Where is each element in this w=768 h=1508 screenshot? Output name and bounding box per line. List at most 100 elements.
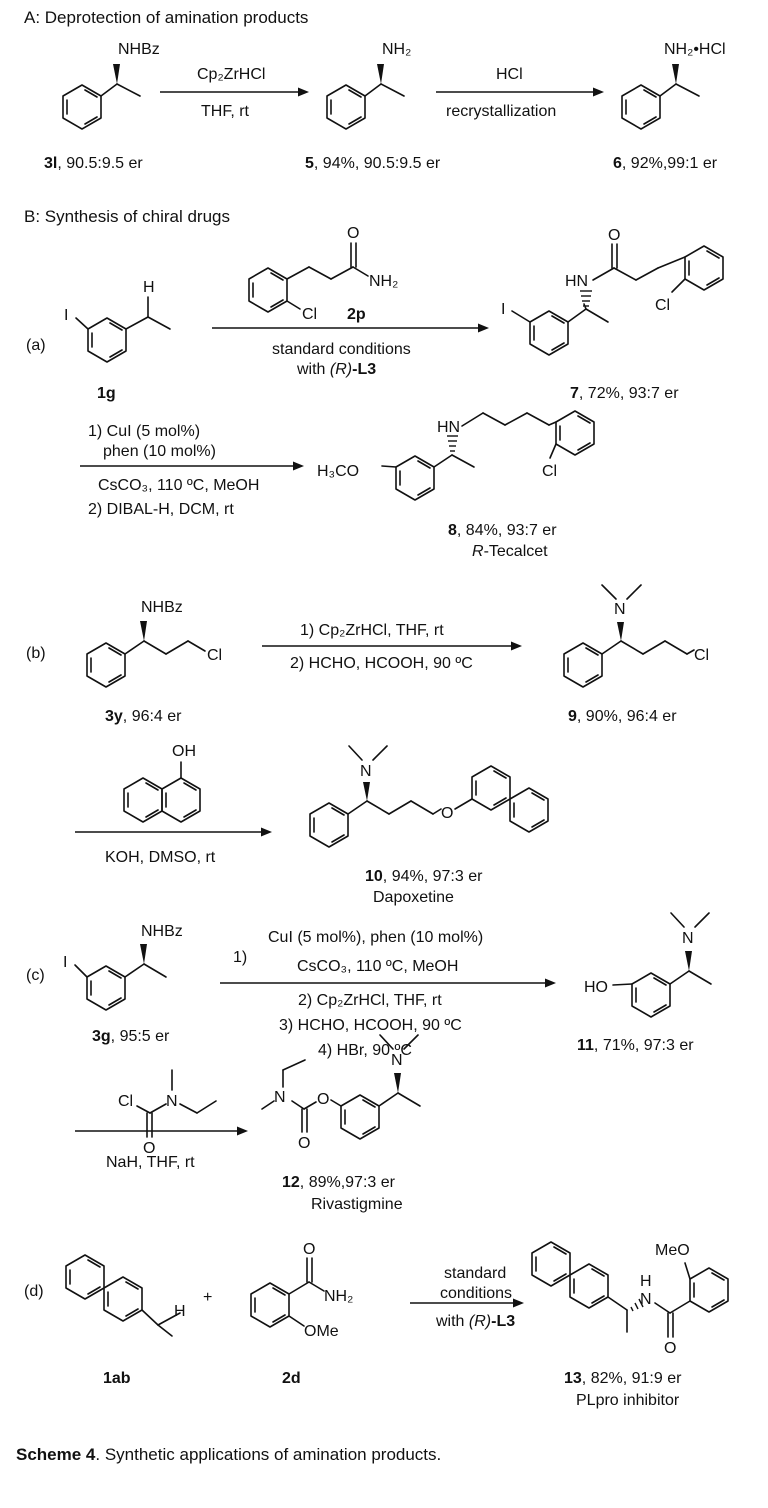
section-a-title: A: Deprotection of amination products	[24, 8, 308, 27]
group-ome: OMe	[304, 1323, 339, 1340]
route-label-a: (a)	[26, 337, 46, 354]
conditions-text: 2) HCHO, HCOOH, 90 ºC	[290, 655, 473, 672]
molecule-1-naphthol: OH	[123, 743, 201, 823]
reaction-arrow-d	[410, 1298, 524, 1308]
molecule-6: NH₂•HCl	[621, 41, 726, 130]
molecule-12: N O O N	[261, 1034, 421, 1152]
conditions-text: NaH, THF, rt	[106, 1154, 195, 1171]
compound-label-9: 9, 90%, 96:4 er	[568, 708, 677, 725]
atom-n: N	[391, 1052, 403, 1069]
drug-name-tecalcet: R-Tecalcet	[472, 543, 548, 560]
solvent-text: THF, rt	[201, 103, 250, 120]
reaction-arrow-a2	[80, 461, 304, 471]
conditions-text: CsCO₃, 110 ºC, MeOH	[98, 477, 259, 494]
group-nhbz: NHBz	[141, 923, 183, 940]
molecule-9: N Cl	[563, 584, 709, 688]
atom-n: N	[274, 1089, 286, 1106]
reaction-arrow-a1	[160, 87, 309, 97]
atom-o: O	[143, 1140, 155, 1157]
atom-cl: Cl	[302, 306, 317, 323]
molecule-7: I HN O Cl	[501, 227, 724, 356]
compound-label-1ab: 1ab	[103, 1370, 131, 1387]
conditions-text: phen (10 mol%)	[103, 443, 216, 460]
conditions-text: standard conditions	[272, 341, 411, 358]
atom-i: I	[64, 307, 68, 324]
conditions-text: CuI (5 mol%), phen (10 mol%)	[268, 929, 483, 946]
atom-n: N	[640, 1291, 652, 1308]
compound-label-3l: 3l, 90.5:9.5 er	[44, 155, 143, 172]
compound-label-12: 12, 89%,97:3 er	[282, 1174, 396, 1191]
group-nhbz: NHBz	[141, 599, 183, 616]
reagent-text: HCl	[496, 66, 523, 83]
conditions-text: standard	[444, 1265, 506, 1282]
molecule-13: H N O MeO	[531, 1241, 729, 1357]
compound-label-13: 13, 82%, 91:9 er	[564, 1370, 682, 1387]
group-nh2-hcl: NH₂•HCl	[664, 41, 726, 58]
compound-label-10: 10, 94%, 97:3 er	[365, 868, 483, 885]
atom-o: O	[317, 1091, 329, 1108]
molecule-11: HO N	[584, 912, 712, 1018]
atom-i: I	[63, 954, 67, 971]
section-b-title: B: Synthesis of chiral drugs	[24, 207, 230, 226]
group-ho: HO	[584, 979, 608, 996]
molecule-8: H₃CO HN Cl	[317, 410, 595, 501]
reagent-text: Cp₂ZrHCl	[197, 66, 265, 83]
compound-label-3y: 3y, 96:4 er	[105, 708, 182, 725]
molecule-5: NH₂	[326, 41, 411, 130]
scheme-caption: Scheme 4. Synthetic applications of amin…	[16, 1445, 441, 1464]
group-h3co: H₃CO	[317, 463, 359, 480]
atom-n: N	[682, 930, 694, 947]
molecule-2p: O NH₂ Cl	[248, 225, 398, 323]
atom-cl: Cl	[542, 463, 557, 480]
reaction-arrow-b2	[75, 827, 272, 837]
conditions-text: 1) CuI (5 mol%)	[88, 423, 200, 440]
compound-label-2d: 2d	[282, 1370, 301, 1387]
route-label-b: (b)	[26, 645, 46, 662]
group-nh2: NH₂	[324, 1288, 353, 1305]
plus-sign: +	[203, 1289, 212, 1306]
group-meo: MeO	[655, 1242, 690, 1259]
atom-h: H	[174, 1303, 186, 1320]
group-hn: HN	[565, 273, 588, 290]
atom-i: I	[501, 301, 505, 318]
compound-label-6: 6, 92%,99:1 er	[613, 155, 718, 172]
atom-o: O	[608, 227, 620, 244]
group-oh: OH	[172, 743, 196, 760]
compound-label-7: 7, 72%, 93:7 er	[570, 385, 679, 402]
reaction-arrow-a	[212, 323, 489, 333]
conditions-text: with (R)-L3	[435, 1313, 515, 1330]
atom-n: N	[614, 601, 626, 618]
atom-cl: Cl	[207, 647, 222, 664]
conditions-text: 3) HCHO, HCOOH, 90 ºC	[279, 1017, 462, 1034]
molecule-3l: NHBz	[62, 41, 160, 130]
molecule-1g: I H	[64, 279, 171, 363]
drug-name-plpro-inhibitor: PLpro inhibitor	[576, 1392, 680, 1409]
drug-name-rivastigmine: Rivastigmine	[311, 1196, 403, 1213]
group-nhbz: NHBz	[118, 41, 160, 58]
atom-o: O	[303, 1241, 315, 1258]
group-nh2: NH₂	[382, 41, 411, 58]
compound-label-5: 5, 94%, 90.5:9.5 er	[305, 155, 441, 172]
compound-label-3g: 3g, 95:5 er	[92, 1028, 170, 1045]
atom-o: O	[347, 225, 359, 242]
route-label-d: (d)	[24, 1283, 44, 1300]
atom-cl: Cl	[118, 1093, 133, 1110]
reaction-arrow-b	[262, 641, 522, 651]
molecule-2d: O NH₂ OMe	[250, 1241, 353, 1340]
atom-n: N	[360, 763, 372, 780]
compound-label-2p: 2p	[347, 306, 366, 323]
compound-label-8: 8, 84%, 93:7 er	[448, 522, 557, 539]
conditions-text: 1) Cp₂ZrHCl, THF, rt	[300, 622, 444, 639]
compound-label-11: 11, 71%, 97:3 er	[577, 1037, 694, 1054]
atom-o: O	[441, 805, 453, 822]
molecule-1ab: H	[65, 1254, 186, 1337]
atom-cl: Cl	[655, 297, 670, 314]
atom-cl: Cl	[694, 647, 709, 664]
conditions-text: 4) HBr, 90 ºC	[318, 1042, 412, 1059]
molecule-10: N O	[309, 745, 549, 848]
conditions-text: 1)	[233, 949, 247, 966]
group-hn: HN	[437, 419, 460, 436]
reaction-arrow-a2	[436, 87, 604, 97]
conditions-text: KOH, DMSO, rt	[105, 849, 216, 866]
molecule-3g: I NHBz	[63, 923, 183, 1011]
